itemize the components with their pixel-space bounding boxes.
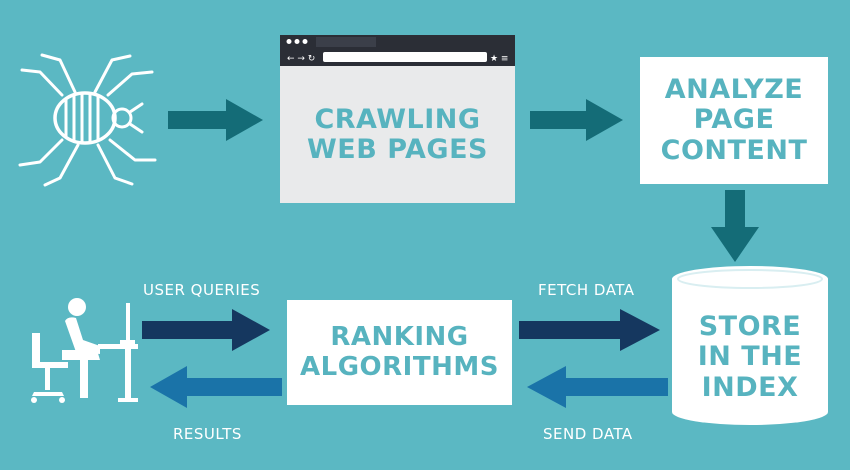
svg-text:★ ≡: ★ ≡	[490, 54, 508, 64]
crawl-step-title: CRAWLING WEB PAGES	[280, 80, 515, 190]
store-title-line-1: STORE	[698, 310, 802, 342]
arrow-fetch-data	[519, 309, 660, 351]
arrow-spider-to-crawl	[168, 99, 263, 141]
results-label: RESULTS	[173, 425, 242, 443]
arrow-crawl-to-analyze	[530, 99, 623, 141]
analyze-title-line-2: PAGE	[693, 104, 775, 136]
analyze-box	[640, 57, 828, 184]
browser-window-icon: ← → ↻ ★ ≡	[280, 35, 515, 203]
spider-icon	[18, 53, 157, 187]
store-title-line-3: INDEX	[701, 371, 799, 403]
store-step-title: STORE IN THE INDEX	[672, 300, 828, 415]
ranking-title-line-2: ALGORITHMS	[300, 351, 499, 382]
store-title-line-2: IN THE	[697, 341, 803, 373]
ranking-title-line-1: RANKING	[330, 322, 469, 353]
database-cylinder-icon	[672, 266, 828, 425]
send-data-label: SEND DATA	[543, 425, 633, 443]
analyze-step-title: ANALYZE PAGE CONTENT	[640, 57, 828, 184]
user-queries-label: USER QUERIES	[143, 281, 261, 299]
svg-text:← → ↻: ← → ↻	[287, 54, 315, 64]
arrow-user-queries	[142, 309, 270, 351]
ranking-box	[287, 300, 512, 405]
ranking-step-title: RANKING ALGORITHMS	[287, 300, 512, 405]
user-at-computer-icon	[31, 298, 138, 403]
analyze-title-line-3: CONTENT	[660, 134, 808, 166]
crawl-title-line-2: WEB PAGES	[307, 134, 488, 165]
arrow-results	[150, 366, 282, 408]
arrow-analyze-to-store	[711, 190, 759, 262]
arrow-send-data	[527, 366, 668, 408]
analyze-title-line-1: ANALYZE	[664, 73, 804, 105]
crawl-title-line-1: CRAWLING	[314, 103, 481, 135]
fetch-data-label: FETCH DATA	[538, 281, 635, 299]
